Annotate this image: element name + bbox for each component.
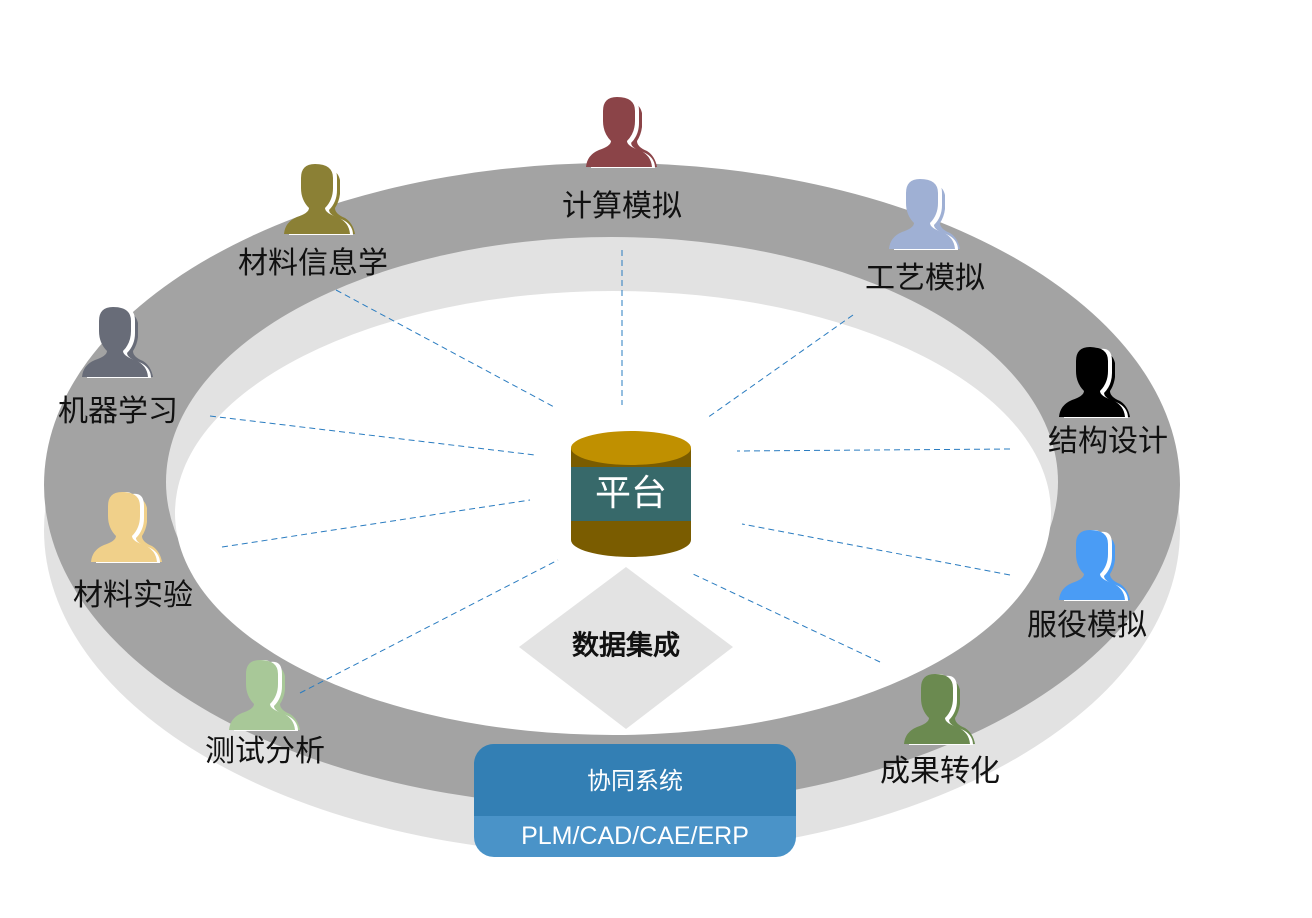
connector-line (299, 559, 559, 694)
collab-system-box: 协同系统 PLM/CAD/CAE/ERP (474, 744, 796, 857)
integration-label: 数据集成 (572, 630, 680, 662)
node-label: 材料信息学 (238, 246, 388, 281)
user-group-icon (91, 492, 162, 563)
node-label: 材料实验 (73, 578, 193, 613)
platform-label: 平台 (594, 473, 667, 514)
user-group-icon (284, 164, 355, 235)
integration-diamond (519, 567, 733, 729)
connector-line (335, 289, 557, 409)
user-group-icon (889, 179, 960, 250)
node-label: 服役模拟 (1027, 608, 1147, 643)
connector-line (736, 448, 1011, 452)
user-group-icon (82, 307, 153, 378)
user-group-icon (586, 97, 657, 168)
connector-line (209, 415, 536, 456)
user-group-icon (229, 660, 300, 731)
connector-line (221, 499, 531, 548)
user-group-icon (904, 674, 975, 745)
collab-title: 协同系统 (474, 744, 796, 816)
collab-systems: PLM/CAD/CAE/ERP (521, 822, 749, 850)
node-label: 机器学习 (58, 394, 178, 429)
node-label: 工艺模拟 (865, 261, 985, 296)
connector-lines (209, 250, 1011, 694)
connector-line (692, 573, 881, 663)
node-label: 成果转化 (880, 754, 1000, 789)
platform-cylinder (571, 431, 691, 557)
node-label: 结构设计 (1048, 424, 1168, 459)
user-group-icon (1059, 347, 1130, 418)
user-group-icon (1059, 530, 1130, 601)
node-label: 测试分析 (205, 734, 325, 769)
node-label: 计算模拟 (562, 189, 682, 224)
connector-line (741, 523, 1011, 576)
